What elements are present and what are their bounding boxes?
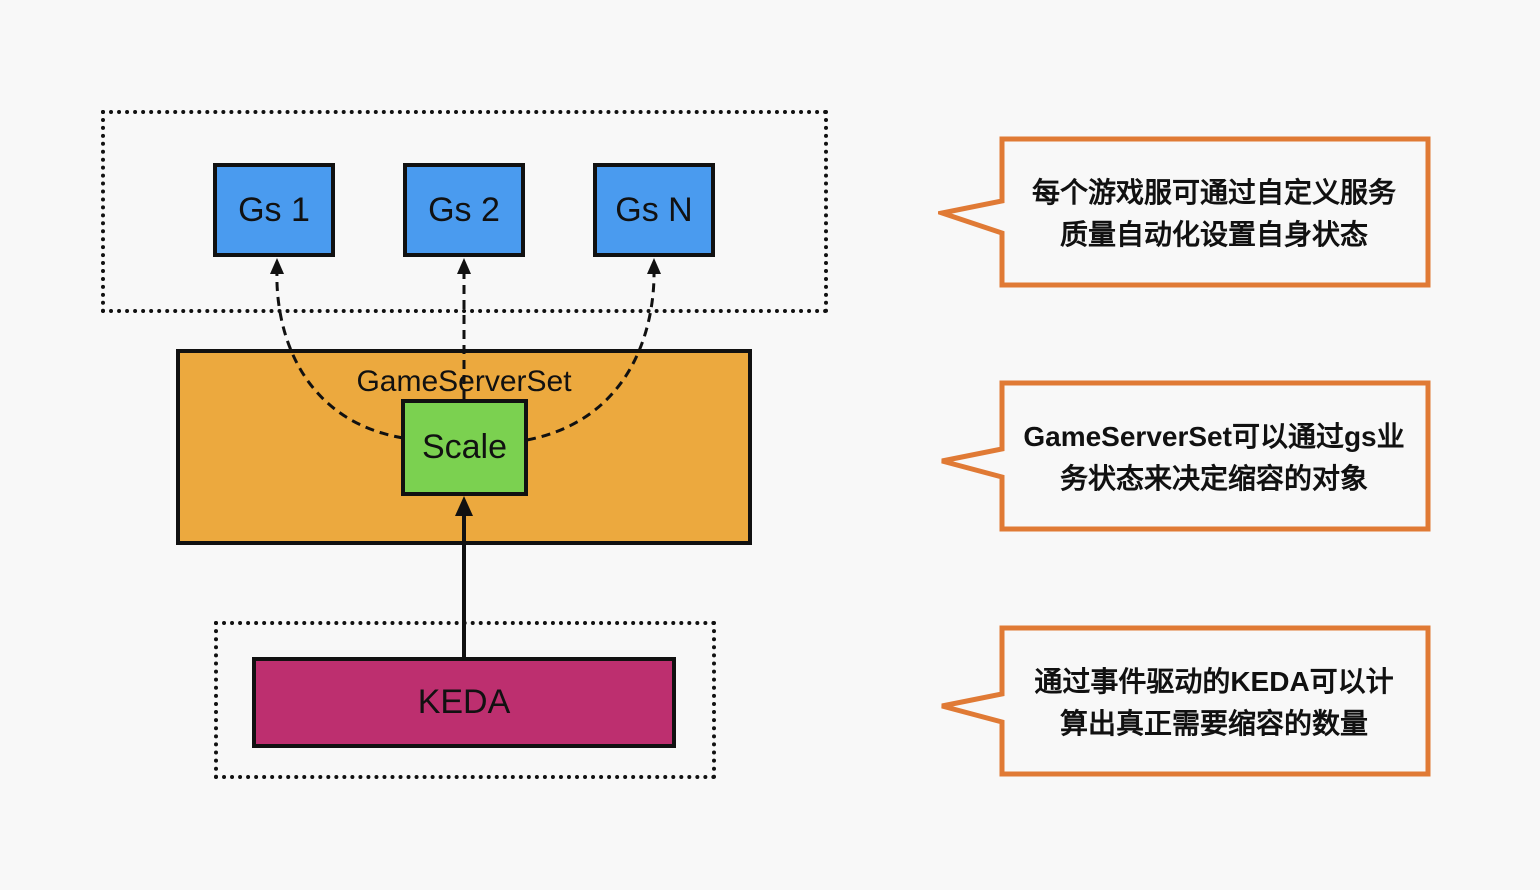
arrowhead-gs1 — [270, 258, 284, 274]
callout-keda: 通过事件驱动的KEDA可以计算出真正需要缩容的数量 — [938, 622, 1438, 782]
keda-box[interactable]: KEDA — [252, 657, 676, 748]
gameserver-label: Gs 2 — [428, 190, 500, 229]
callout-line: 务状态来决定缩容的对象 — [1059, 463, 1368, 494]
gameserver-label: Gs N — [615, 190, 693, 229]
speech-bubble-icon — [932, 136, 1431, 288]
keda-label: KEDA — [417, 683, 511, 721]
callout-gameserverset: GameServerSet可以通过gs业务状态来决定缩容的对象 — [938, 377, 1438, 537]
callout-gameserver: 每个游戏服可通过自定义服务质量自动化设置自身状态 — [932, 133, 1438, 293]
gameservers-group — [101, 110, 828, 313]
gameserver-gs1[interactable]: Gs 1 — [213, 163, 335, 257]
gameserver-gs2[interactable]: Gs 2 — [403, 163, 525, 257]
callout-line: 通过事件驱动的KEDA可以计 — [1034, 666, 1394, 697]
scale-label: Scale — [421, 428, 508, 466]
callout-line: GameServerSet可以通过gs业 — [1023, 421, 1405, 452]
arrowhead-gs2 — [457, 258, 471, 274]
callout-line: 质量自动化设置自身状态 — [1059, 219, 1368, 250]
callout-line: 每个游戏服可通过自定义服务 — [1031, 177, 1396, 208]
callout-text: GameServerSet可以通过gs业务状态来决定缩容的对象 — [1000, 377, 1428, 537]
callout-text: 通过事件驱动的KEDA可以计算出真正需要缩容的数量 — [1000, 622, 1428, 782]
dashed-arrow-gs1 — [275, 269, 404, 440]
speech-bubble-icon — [941, 380, 1431, 532]
gameserver-gsn[interactable]: Gs N — [593, 163, 715, 257]
gameserver-label: Gs 1 — [238, 190, 310, 229]
arrowhead-scale — [455, 496, 473, 516]
callout-line: 算出真正需要缩容的数量 — [1059, 708, 1368, 739]
dashed-arrow-gsn — [526, 269, 656, 442]
callout-text: 每个游戏服可通过自定义服务质量自动化设置自身状态 — [1000, 133, 1428, 293]
speech-bubble-icon — [941, 625, 1431, 777]
arrowhead-gsn — [647, 258, 661, 274]
scale-box[interactable]: Scale — [401, 399, 528, 496]
